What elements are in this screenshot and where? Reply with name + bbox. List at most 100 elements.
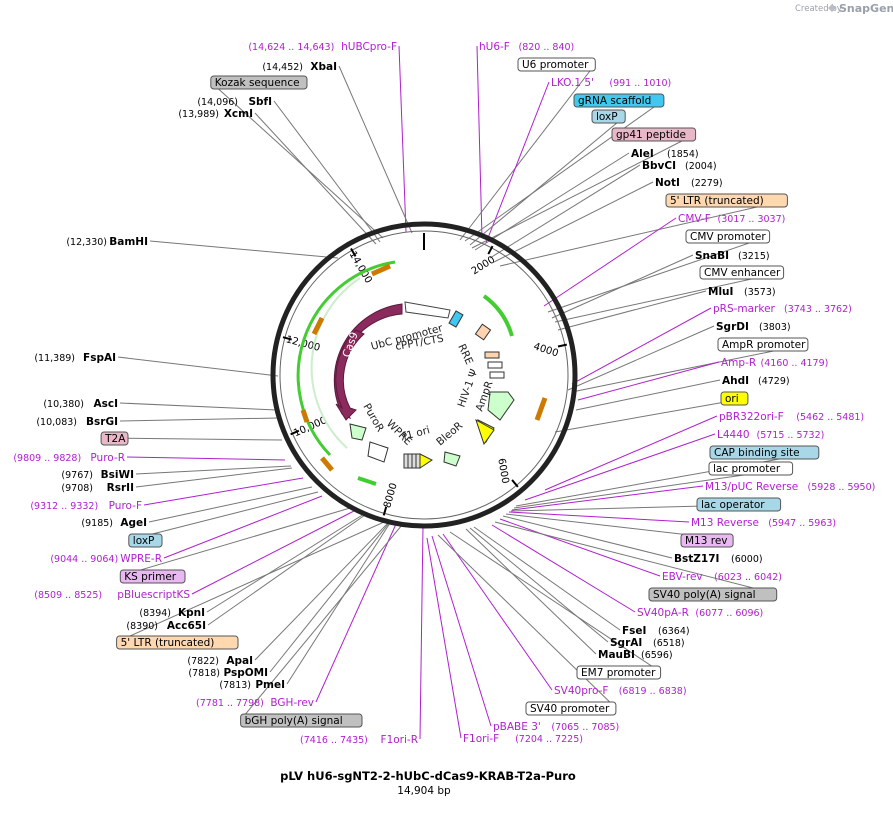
primer-label-l4440[interactable]: (5715 .. 5732)L4440 [717, 429, 824, 441]
leader-line [464, 99, 665, 242]
primer-label-sv40pro-f[interactable]: (6819 .. 6838)SV40pro-F [554, 685, 687, 697]
feature-label-grna-scaffold[interactable]: gRNA scaffold [573, 93, 665, 108]
feature-label-5-ltr-truncated-[interactable]: 5' LTR (truncated) [665, 193, 788, 208]
feature-box [709, 445, 820, 460]
primer-label-m13-puc-reverse[interactable]: (5928 .. 5950)M13/pUC Reverse [705, 481, 875, 493]
primer-label-m13-reverse[interactable]: (5947 .. 5963)M13 Reverse [691, 517, 836, 529]
leader-line [286, 522, 391, 685]
feature-label-cmv-enhancer[interactable]: CMV enhancer [699, 265, 785, 280]
primer-label-bgh-rev[interactable]: (7781 .. 7798)BGH-rev [196, 697, 314, 709]
primer-label-ebv-rev[interactable]: (6023 .. 6042)EBV-rev [662, 571, 782, 583]
enzyme-label-pmei[interactable]: (7813)PmeI [219, 679, 285, 691]
enzyme-label-mlui[interactable]: (3573)MluI [708, 286, 776, 298]
primer-label-pbabe-3-[interactable]: (7065 .. 7085)pBABE 3' [493, 721, 619, 733]
enzyme-label-kpni[interactable]: (8394)KpnI [139, 607, 205, 619]
feature-label-cap-binding-site[interactable]: CAP binding site [709, 445, 820, 460]
feature-label-cmv-promoter[interactable]: CMV promoter [685, 229, 771, 244]
enzyme-label-xcmi[interactable]: (13,989)XcmI [178, 108, 253, 120]
feature-name: EM7 promoter [581, 667, 656, 679]
enzyme-label-asci[interactable]: (10,380)AscI [43, 398, 118, 410]
primer-label-hubcpro-f[interactable]: (14,624 .. 14,643)hUBCpro-F [248, 41, 397, 53]
primer-label-prs-marker[interactable]: (3743 .. 3762)pRS-marker [713, 303, 852, 315]
feature-label-em7-promoter[interactable]: EM7 promoter [576, 665, 662, 680]
enzyme-label-rsrii[interactable]: (9708)RsrII [61, 482, 134, 494]
plasmid-backbone [270, 221, 578, 529]
enzyme-label-snabi[interactable]: (3215)SnaBI [695, 250, 770, 262]
primer-label-amp-r[interactable]: (4160 .. 4179)Amp-R [721, 357, 828, 369]
enzyme-label-agei[interactable]: (9185)AgeI [81, 517, 147, 529]
enzyme-label-bstz17i[interactable]: (6000)BstZ17I [674, 553, 763, 565]
enzyme-position: (4729) [758, 376, 790, 387]
feature-label-t2a[interactable]: T2A [100, 431, 129, 446]
primer-label-puro-f[interactable]: (9312 .. 9332)Puro-F [30, 500, 142, 512]
feature-label-gp41-peptide[interactable]: gp41 peptide [611, 127, 697, 142]
feature-label-bgh-poly-a-signal[interactable]: bGH poly(A) signal [240, 713, 363, 728]
feature-label-ori[interactable]: ori [720, 391, 749, 406]
feature-label-kozak-sequence[interactable]: Kozak sequence [210, 75, 308, 90]
feature-box [708, 461, 794, 476]
feature-name: ori [725, 393, 739, 405]
primer-label-f1ori-r[interactable]: (7416 .. 7435)F1ori-R [300, 734, 418, 746]
enzyme-label-bsrgi[interactable]: (10,083) BsrGI [36, 416, 118, 428]
feature-label-5-ltr-truncated-[interactable]: 5' LTR (truncated) [116, 635, 239, 650]
enzyme-label-pspomi[interactable]: (7818)PspOMI [188, 667, 268, 679]
enzyme-name: BsrGI [86, 416, 118, 428]
primer-position: (3017 .. 3037) [718, 214, 786, 225]
primer-label-hu6-f[interactable]: (820 .. 840)hU6-F [479, 41, 574, 53]
enzyme-label-bamhi[interactable]: (12,330)BamHI [66, 236, 148, 248]
enzyme-label-maubi[interactable]: (6596)MauBI [598, 649, 673, 661]
enzyme-label-fspai[interactable]: (11,389)FspAI [34, 352, 116, 364]
primer-label-sv40pa-r[interactable]: (6077 .. 6096)SV40pA-R [637, 607, 763, 619]
enzyme-label-apai[interactable]: (7822)ApaI [187, 655, 253, 667]
enzyme-label-sgrai[interactable]: (6518)SgrAI [610, 637, 685, 649]
feature-label-u6-promoter[interactable]: U6 promoter [517, 57, 596, 72]
primer-label-pbr322ori-f[interactable]: (5462 .. 5481)pBR322ori-F [719, 411, 864, 423]
primer-name: pBABE 3' [493, 721, 541, 733]
enzyme-label-bsiwi[interactable]: (9767)BsiWI [61, 469, 134, 481]
enzyme-label-bbvci[interactable]: (2004)BbvCI [642, 160, 717, 172]
primer-label-pbluescriptks[interactable]: (8509 .. 8525)pBluescriptKS [34, 589, 190, 601]
feature-label-lac-promoter[interactable]: lac promoter [708, 461, 794, 476]
feature-label-ks-primer[interactable]: KS primer [119, 569, 186, 584]
feature-label-ampr-promoter[interactable]: AmpR promoter [717, 337, 809, 352]
feature-box [525, 701, 617, 716]
primer-label-puro-r[interactable]: (9809 .. 9828)Puro-R [13, 452, 125, 464]
leader-line [474, 152, 630, 251]
enzyme-name: BstZ17I [674, 553, 719, 565]
leader-line [240, 524, 403, 721]
feature-label-lac-operator[interactable]: lac operator [696, 497, 782, 512]
leader-line [126, 456, 286, 461]
enzyme-position: (2004) [685, 161, 717, 172]
enzyme-name: MauBI [598, 649, 635, 661]
primer-label-f1ori-f[interactable]: (7204 .. 7225)F1ori-F [463, 733, 583, 745]
feature-label-sv40-promoter[interactable]: SV40 promoter [525, 701, 617, 716]
primer-name: BGH-rev [270, 697, 314, 709]
enzyme-label-alei[interactable]: (1854)AleI [631, 148, 699, 160]
feature-name: M13 rev [685, 535, 728, 547]
leader-line [473, 526, 621, 631]
feature-label-m13-rev[interactable]: M13 rev [680, 533, 734, 548]
enzyme-position: (10,083) [36, 417, 77, 428]
leader-line [269, 522, 390, 673]
leader-line [442, 533, 553, 691]
primer-position: (9044 .. 9064) [50, 554, 118, 565]
primer-label-wpre-r[interactable]: (9044 .. 9064)WPRE-R [50, 553, 162, 565]
enzyme-label-ahdi[interactable]: (4729)AhdI [722, 375, 790, 387]
tick-mark [557, 343, 568, 348]
enzyme-label-sgrdi[interactable]: (3803)SgrDI [716, 321, 791, 333]
primer-label-lko-1-5-[interactable]: (991 .. 1010)LKO.1 5' [551, 77, 671, 89]
feature-name: gp41 peptide [616, 129, 686, 141]
enzyme-label-noti[interactable]: (2279)NotI [655, 177, 723, 189]
feature-label-loxp[interactable]: loxP [591, 109, 626, 124]
primer-label-cmv-f[interactable]: (3017 .. 3037)CMV-F [678, 213, 785, 225]
enzyme-label-sbfi[interactable]: (14,096)SbfI [197, 96, 272, 108]
feature-name: U6 promoter [522, 59, 589, 71]
enzyme-label-fsei[interactable]: (6364)FseI [622, 625, 690, 637]
enzyme-label-xbai[interactable]: (14,452)XbaI [262, 61, 337, 73]
enzyme-label-acc65i[interactable]: (8390)Acc65I [126, 620, 206, 632]
feature-label-sv40-poly-a-signal[interactable]: SV40 poly(A) signal [648, 587, 778, 602]
leader-line [419, 525, 424, 740]
feature-box [665, 193, 788, 208]
feature-name: lac operator [701, 499, 765, 511]
feature-label-loxp[interactable]: loxP [128, 533, 163, 548]
